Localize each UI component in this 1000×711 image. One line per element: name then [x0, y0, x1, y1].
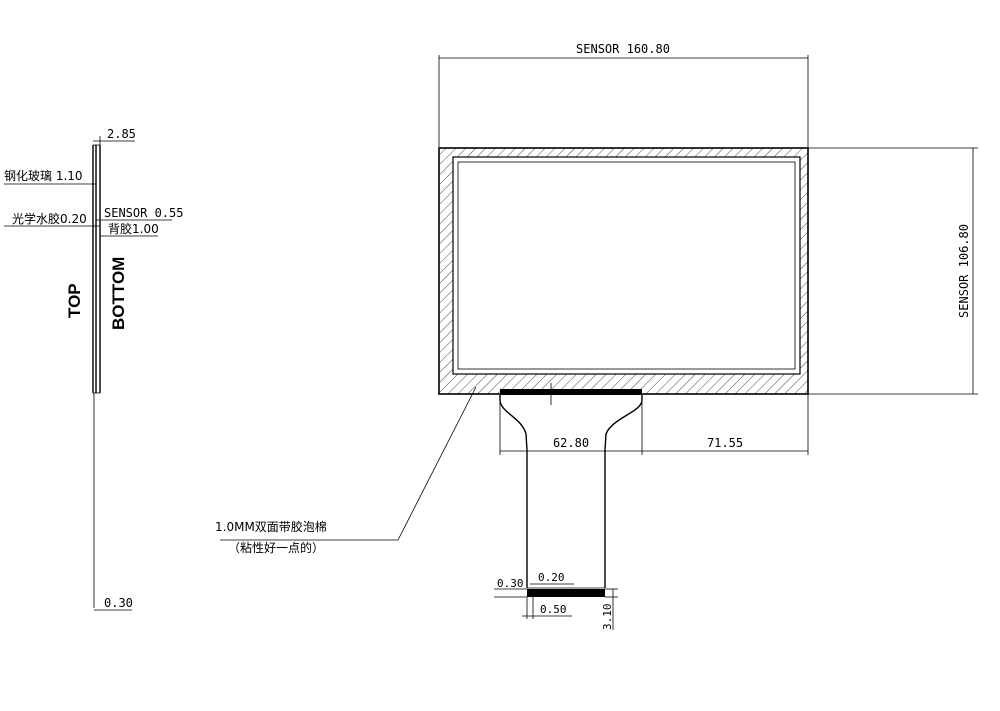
total-thickness-label: 2.85 [107, 127, 136, 141]
fpc-thickness-label: 0.30 [104, 596, 133, 610]
tail-thickness-label: 0.30 [497, 577, 524, 590]
bottom-label: BOTTOM [109, 257, 128, 330]
tail-finger-length-label: 3.10 [601, 604, 614, 631]
fpc-bond-area [500, 389, 642, 395]
sensor-thickness-label: SENSOR 0.55 [104, 206, 183, 220]
fpc-gold-fingers [527, 589, 605, 597]
side-view: 2.85 钢化玻璃 1.10 光学水胶0.20 SENSOR 0.55 背胶1.… [4, 127, 183, 611]
tail-trace-label: 0.20 [538, 571, 565, 584]
top-label: TOP [65, 283, 84, 318]
tail-offset-label: 71.55 [707, 436, 743, 450]
tail-width-label: 62.80 [553, 436, 589, 450]
front-view: SENSOR 160.80 SENSOR 106.80 62.80 71.55 … [215, 42, 978, 630]
active-area-outer [452, 156, 801, 375]
back-adhesive-label: 背胶1.00 [108, 221, 159, 236]
foam-leader [397, 386, 477, 541]
oca-label: 光学水胶0.20 [12, 211, 87, 226]
active-area-inner [457, 161, 796, 370]
sensor-height-label: SENSOR 106.80 [957, 224, 971, 318]
fpc-left-edge [499, 395, 528, 588]
glass-label: 钢化玻璃 1.10 [4, 169, 83, 183]
foam-note-line2: （粘性好一点的） [228, 540, 324, 555]
sensor-width-label: SENSOR 160.80 [576, 42, 670, 56]
fpc-right-edge [604, 395, 643, 588]
foam-note-line1: 1.0MM双面带胶泡棉 [215, 519, 327, 534]
tail-pitch-label: 0.50 [540, 603, 567, 616]
